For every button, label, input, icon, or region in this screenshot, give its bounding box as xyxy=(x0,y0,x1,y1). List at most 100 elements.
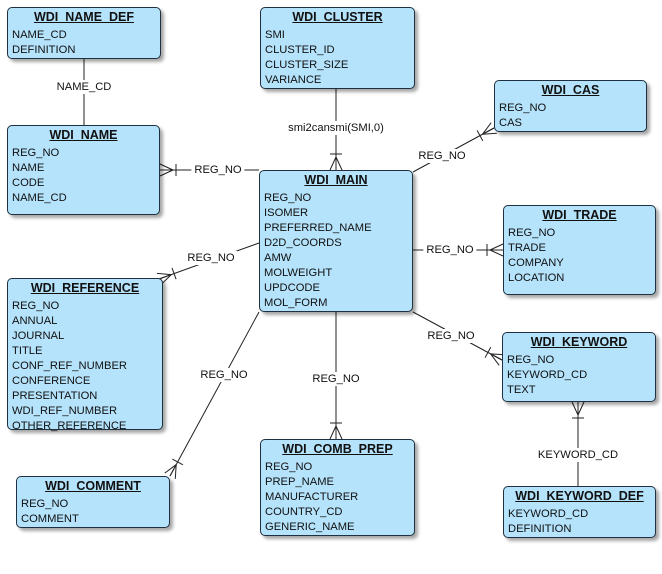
entity-wdi-keyword[interactable]: WDI_KEYWORD REG_NO KEYWORD_CD TEXT xyxy=(502,332,656,402)
entity-field: UPDCODE xyxy=(264,282,320,294)
crows-foot-marker xyxy=(164,458,184,479)
entity-title: WDI_KEYWORD_DEF xyxy=(515,489,644,503)
entity-field: COMPANY xyxy=(508,257,564,269)
crows-foot-marker xyxy=(329,153,343,171)
entity-field: TEXT xyxy=(507,384,536,396)
crows-foot-prong xyxy=(482,122,492,135)
relationship-label: KEYWORD_CD xyxy=(534,448,622,462)
entity-field: CLUSTER_SIZE xyxy=(265,59,349,71)
entity-field: MANUFACTURER xyxy=(265,491,359,503)
relationship-keyworddef-keyword xyxy=(571,401,585,486)
crows-foot-prong xyxy=(335,425,343,440)
entity-field: OTHER_REFERENCE xyxy=(12,420,127,432)
crows-foot-prong xyxy=(490,353,503,361)
crows-foot-prong xyxy=(489,249,504,257)
entity-field-list: SMI CLUSTER_ID CLUSTER_SIZE VARIANCE xyxy=(261,27,414,88)
entity-field: CONFERENCE xyxy=(12,375,91,387)
entity-title: WDI_CAS xyxy=(541,83,600,97)
crows-foot-marker xyxy=(476,122,497,142)
entity-field: TRADE xyxy=(508,242,546,254)
crows-foot-prong xyxy=(159,169,174,177)
entity-field-list: REG_NO COMMENT xyxy=(17,496,169,527)
entity-title: WDI_REFERENCE xyxy=(30,281,140,295)
crows-foot-bar xyxy=(172,458,184,466)
entity-field: KEYWORD_CD xyxy=(507,369,588,381)
relationship-main-comment xyxy=(164,311,260,479)
entity-field: COMMENT xyxy=(21,513,79,525)
crows-foot-bar xyxy=(476,130,484,142)
entity-field: REG_NO xyxy=(265,461,313,473)
crows-foot-prong xyxy=(159,163,174,171)
crows-foot-marker xyxy=(571,401,585,419)
entity-field: JOURNAL xyxy=(12,330,65,342)
entity-title: WDI_COMB_PREP xyxy=(282,442,393,456)
entity-field: DEFINITION xyxy=(508,523,572,535)
entity-field-list: REG_NO KEYWORD_CD TEXT xyxy=(503,352,655,398)
entity-field: MOLWEIGHT xyxy=(264,267,333,279)
relationship-label: REG_NO xyxy=(184,251,238,265)
relationship-main-cas xyxy=(412,122,497,173)
entity-field: VARIANCE xyxy=(265,74,322,86)
entity-field: TITLE xyxy=(12,345,43,357)
entity-field: REG_NO xyxy=(499,102,547,114)
crows-foot-marker xyxy=(329,422,343,440)
entity-title: WDI_MAIN xyxy=(304,173,368,187)
entity-field: D2D_COORDS xyxy=(264,237,342,249)
relationship-label: smi2cansmi(SMI,0) xyxy=(285,121,387,135)
entity-field: SMI xyxy=(265,29,285,41)
relationship-label: NAME_CD xyxy=(53,80,115,94)
entity-field: CODE xyxy=(12,177,45,189)
crows-foot-prong xyxy=(169,464,177,477)
relationship-label: REG_NO xyxy=(197,368,251,382)
entity-field: CLUSTER_ID xyxy=(265,44,335,56)
crows-foot-prong xyxy=(174,464,177,479)
entity-field: DEFINITION xyxy=(12,44,76,56)
entity-field: GENERIC_NAME xyxy=(265,521,355,533)
crows-foot-prong xyxy=(156,272,172,276)
crows-foot-prong xyxy=(164,464,177,474)
entity-field: REG_NO xyxy=(12,147,60,159)
crows-foot-prong xyxy=(329,156,337,171)
entity-field: REG_NO xyxy=(507,354,555,366)
entity-wdi-cluster[interactable]: WDI_CLUSTER SMI CLUSTER_ID CLUSTER_SIZE VARI… xyxy=(260,7,415,89)
entity-title: WDI_NAME xyxy=(49,128,118,142)
entity-field: PREFERRED_NAME xyxy=(264,222,372,234)
entity-field: WDI_REF_NUMBER xyxy=(12,405,118,417)
entity-field: LOCATION xyxy=(508,272,565,284)
entity-field: PRESENTATION xyxy=(12,390,98,402)
crows-foot-prong xyxy=(577,401,585,416)
entity-title: WDI_CLUSTER xyxy=(292,10,383,24)
crows-foot-bar xyxy=(171,267,177,280)
entity-field: MOL_FORM xyxy=(264,297,328,309)
entity-field: ANNUAL xyxy=(12,315,58,327)
crows-foot-prong xyxy=(571,401,579,416)
crows-foot-marker xyxy=(486,243,504,257)
entity-title: WDI_TRADE xyxy=(542,208,617,222)
relationship-label: REG_NO xyxy=(424,329,478,343)
crows-foot-prong xyxy=(482,132,497,135)
relationship-label: REG_NO xyxy=(415,149,469,163)
relationship-label: REG_NO xyxy=(423,243,477,257)
crows-foot-prong xyxy=(335,156,343,171)
relationship-line xyxy=(169,311,260,477)
entity-field: COUNTRY_CD xyxy=(265,506,343,518)
crows-foot-marker xyxy=(484,346,505,366)
entity-field: REG_NO xyxy=(21,498,69,510)
entity-title: WDI_KEYWORD xyxy=(530,335,628,349)
crows-foot-prong xyxy=(482,127,495,135)
